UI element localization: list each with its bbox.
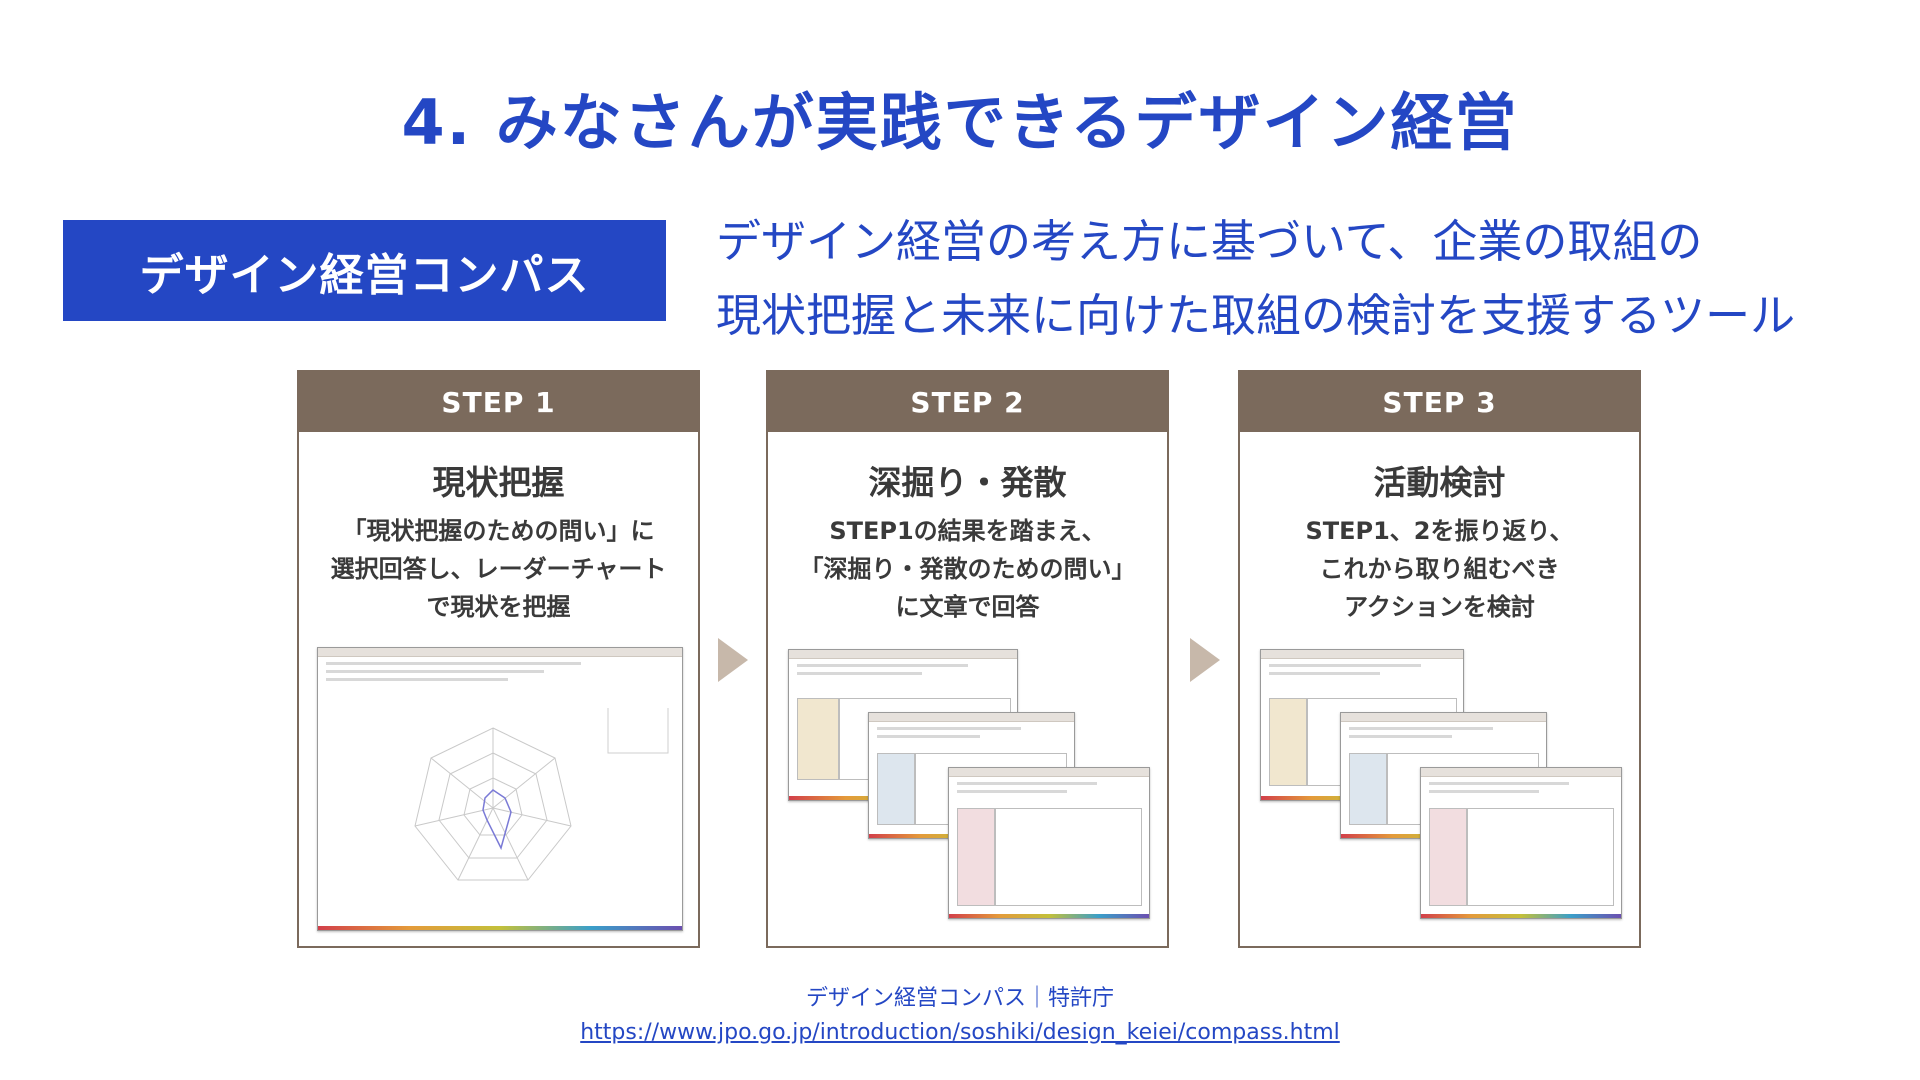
step-3-header: STEP 3: [1240, 372, 1639, 432]
step-2-card: STEP 2 深掘り・発散 STEP1の結果を踏まえ、 「深掘り・発散のための問…: [766, 370, 1169, 948]
source-url-link[interactable]: https://www.jpo.go.jp/introduction/soshi…: [580, 1020, 1340, 1045]
step-1-text: 「現状把握のための問い」に 選択回答し、レーダーチャート で現状を把握: [330, 517, 667, 621]
step-2-worksheet-image-c: [948, 767, 1150, 919]
step-1-title: 現状把握: [432, 463, 565, 502]
step-1-worksheet-image: [317, 647, 683, 931]
step-3-card: STEP 3 活動検討 STEP1、2を振り返り、 これから取り組むべき アクシ…: [1238, 370, 1641, 948]
source-credit: デザイン経営コンパス｜特許庁: [805, 986, 1114, 1011]
step-3-worksheet-image-c: [1420, 767, 1622, 919]
compass-tag: デザイン経営コンパス: [63, 220, 666, 321]
radar-chart-icon: [414, 708, 669, 881]
slide-title: 4. みなさんが実践できるデザイン経営: [401, 86, 1519, 159]
arrow-right-icon: [1190, 638, 1220, 682]
description-line-1: デザイン経営の考え方に基づいて、企業の取組の: [716, 215, 1703, 268]
description-line-2: 現状把握と未来に向けた取組の検討を支援するツール: [716, 289, 1796, 342]
step-3-title: 活動検討: [1373, 463, 1506, 502]
step-1-header: STEP 1: [299, 372, 698, 432]
step-2-text: STEP1の結果を踏まえ、 「深掘り・発散のための問い」 に文章で回答: [799, 517, 1136, 621]
step-1-card: STEP 1 現状把握 「現状把握のための問い」に 選択回答し、レーダーチャート…: [297, 370, 700, 948]
arrow-right-icon: [718, 638, 748, 682]
compass-description: デザイン経営の考え方に基づいて、企業の取組の 現状把握と未来に向けた取組の検討を…: [716, 205, 1906, 353]
step-3-text: STEP1、2を振り返り、 これから取り組むべき アクションを検討: [1305, 517, 1574, 621]
step-2-header: STEP 2: [768, 372, 1167, 432]
step-2-title: 深掘り・発散: [868, 463, 1067, 502]
